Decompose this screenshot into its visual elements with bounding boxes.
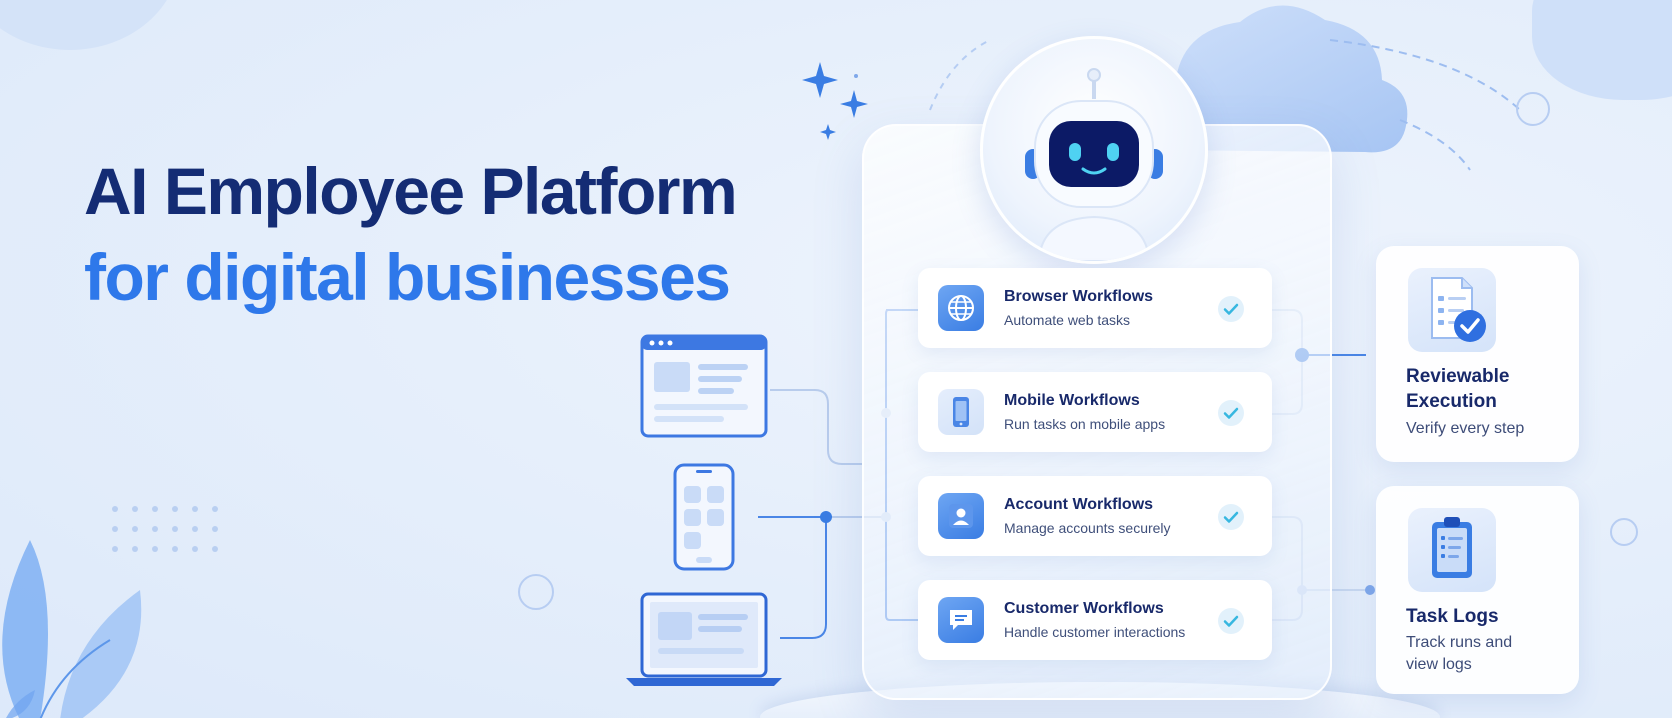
smartphone-device-icon	[673, 463, 735, 571]
globe-icon	[938, 285, 984, 331]
card-subtitle: Track runs and	[1406, 634, 1513, 651]
user-icon	[938, 493, 984, 539]
workflow-title: Mobile Workflows	[1004, 392, 1140, 409]
card-subtitle: view logs	[1406, 656, 1472, 673]
check-icon	[1218, 608, 1244, 634]
check-icon	[1218, 296, 1244, 322]
robot-icon	[1025, 68, 1163, 261]
smartphone-icon	[938, 389, 984, 435]
document-check-icon	[1408, 268, 1496, 352]
browser-window-icon	[640, 334, 768, 438]
page-title: AI Employee Platform for digital busines…	[84, 148, 738, 320]
browser-workflows-card[interactable]: Browser Workflows Automate web tasks	[918, 268, 1272, 348]
workflow-subtitle: Handle customer interactions	[1004, 624, 1186, 640]
headline-line-1: AI Employee Platform	[84, 154, 738, 228]
background-blob	[1532, 0, 1672, 100]
workflow-title: Browser Workflows	[1004, 288, 1154, 305]
robot-orb	[980, 36, 1208, 264]
headline-line-2: for digital businesses	[84, 240, 731, 314]
customer-workflows-card[interactable]: Customer Workflows Handle customer inter…	[918, 580, 1272, 660]
account-workflows-card[interactable]: Account Workflows Manage accounts secure…	[918, 476, 1272, 556]
workflow-subtitle: Automate web tasks	[1004, 312, 1131, 328]
workflow-title: Customer Workflows	[1004, 600, 1164, 617]
chat-bubble-icon	[938, 597, 984, 643]
card-subtitle: Verify every step	[1406, 420, 1525, 437]
decorative-ring	[1516, 92, 1550, 126]
check-icon	[1218, 504, 1244, 530]
clipboard-icon	[1408, 508, 1496, 592]
task-logs-card[interactable]: Task Logs Track runs and view logs	[1376, 486, 1579, 694]
reviewable-execution-card[interactable]: Reviewable Execution Verify every step	[1376, 246, 1579, 462]
workflow-subtitle: Run tasks on mobile apps	[1004, 416, 1166, 432]
check-icon	[1218, 400, 1244, 426]
decorative-ring	[1610, 518, 1638, 546]
laptop-icon	[626, 592, 782, 686]
leaf-plant-icon	[2, 540, 142, 718]
card-title: Execution	[1406, 391, 1497, 412]
card-title: Task Logs	[1406, 606, 1499, 627]
background-blob	[0, 0, 180, 50]
mobile-workflows-card[interactable]: Mobile Workflows Run tasks on mobile app…	[918, 372, 1272, 452]
workflow-subtitle: Manage accounts securely	[1004, 520, 1171, 536]
sparkle-icon	[802, 62, 868, 140]
dot-grid	[112, 506, 232, 552]
workflow-title: Account Workflows	[1004, 496, 1154, 513]
decorative-ring	[518, 574, 554, 610]
card-title: Reviewable	[1406, 366, 1510, 387]
